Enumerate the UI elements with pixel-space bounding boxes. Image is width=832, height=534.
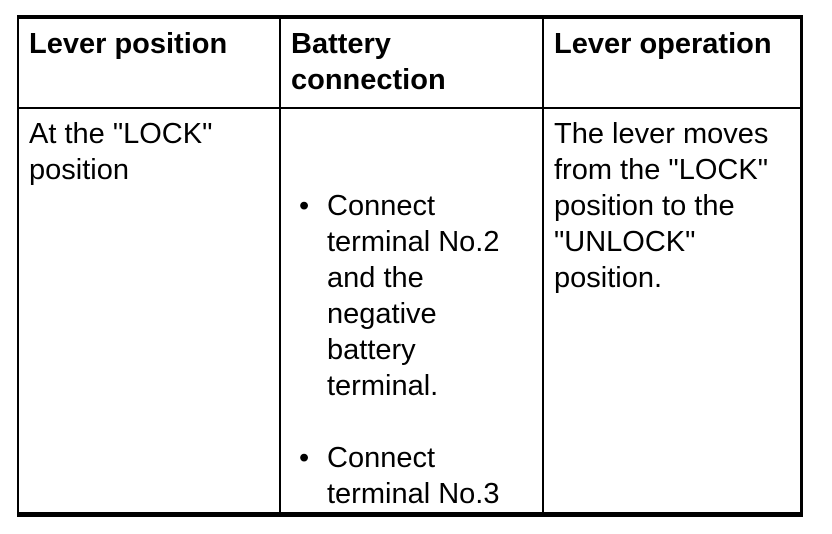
bullet-icon: • <box>299 190 310 222</box>
battery-connection-list: • Connect terminal No.2 and the negative… <box>291 152 534 512</box>
list-item-text: Connect terminal No.2 and the negative b… <box>327 190 500 402</box>
bullet-icon: • <box>299 442 310 474</box>
header-cell-lever-position: Lever position <box>19 19 281 109</box>
list-item-text: Connect terminal No.3 and the positive b… <box>327 442 500 510</box>
cell-battery-connection: • Connect terminal No.2 and the negative… <box>281 109 544 512</box>
header-cell-lever-operation: Lever operation <box>544 19 800 109</box>
cell-lever-operation: The lever moves from the "LOCK" position… <box>554 118 769 294</box>
cell-lever-position: At the "LOCK" position <box>19 109 281 512</box>
list-item: • Connect terminal No.2 and the negative… <box>291 188 534 404</box>
header-cell-battery-connection: Battery connection <box>281 19 544 109</box>
lever-operation-table: Lever position Battery connection Lever … <box>17 15 803 517</box>
list-item: • Connect terminal No.3 and the positive… <box>291 440 534 512</box>
